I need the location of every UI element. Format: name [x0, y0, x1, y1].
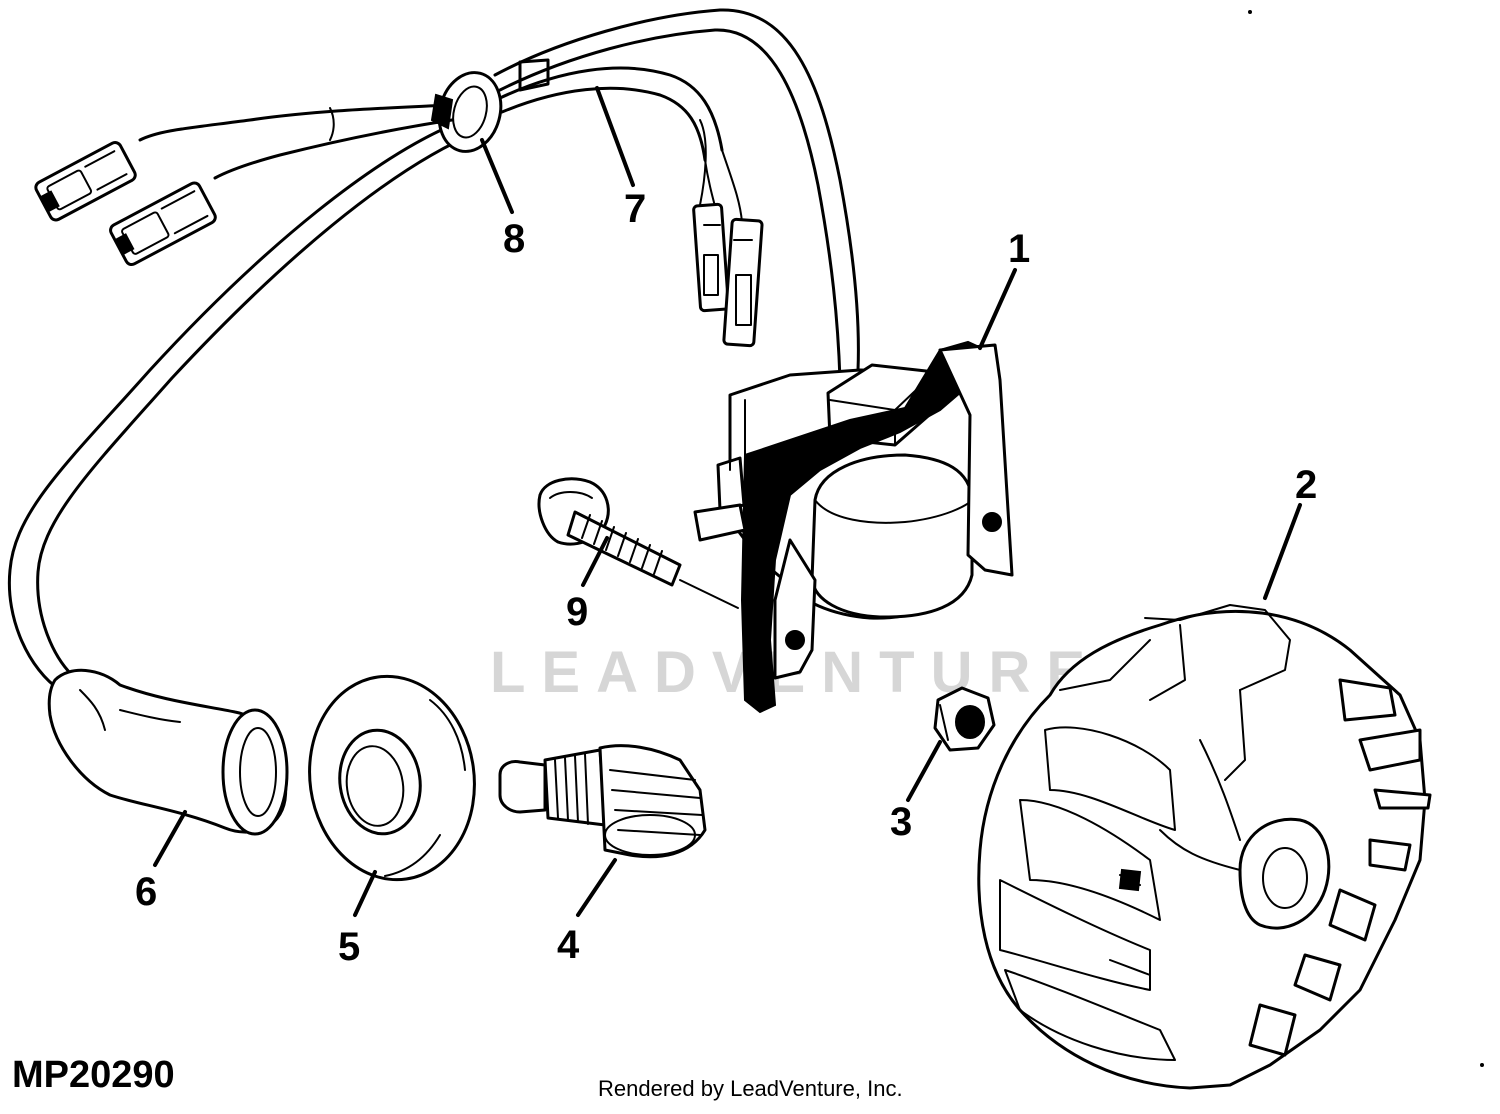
callout-2: 2 [1295, 463, 1317, 507]
flywheel-nut [933, 686, 996, 752]
spark-plug [498, 744, 707, 859]
callout-labels: 1 2 3 4 5 6 7 8 9 [135, 187, 1317, 969]
callout-5: 5 [338, 925, 360, 969]
callout-6: 6 [135, 870, 157, 914]
flywheel [977, 604, 1432, 1090]
callout-1: 1 [1008, 227, 1030, 271]
leader-7 [595, 86, 635, 187]
ignition-module [693, 340, 1014, 714]
callout-3: 3 [890, 800, 912, 844]
leader-5 [353, 870, 377, 917]
callout-8: 8 [503, 217, 525, 261]
leader-9 [581, 536, 609, 587]
leader-4 [576, 858, 617, 917]
callout-9: 9 [566, 590, 588, 634]
wiring-harness [7, 8, 860, 692]
scan-dot [1480, 1063, 1484, 1067]
callout-4: 4 [557, 923, 580, 967]
figure-id: MP20290 [12, 1054, 175, 1096]
rubber-cap [308, 674, 476, 882]
footer-credit: Rendered by LeadVenture, Inc. [598, 1076, 903, 1101]
callout-7: 7 [624, 187, 646, 231]
spark-plug-boot [47, 668, 289, 836]
leader-3 [906, 740, 942, 802]
leader-lines [153, 86, 1302, 917]
leader-2 [1263, 503, 1302, 600]
leader-8 [480, 138, 514, 214]
leader-6 [153, 810, 187, 867]
leader-1 [978, 268, 1017, 350]
mounting-screw [537, 477, 739, 609]
scan-dot [1248, 10, 1252, 14]
